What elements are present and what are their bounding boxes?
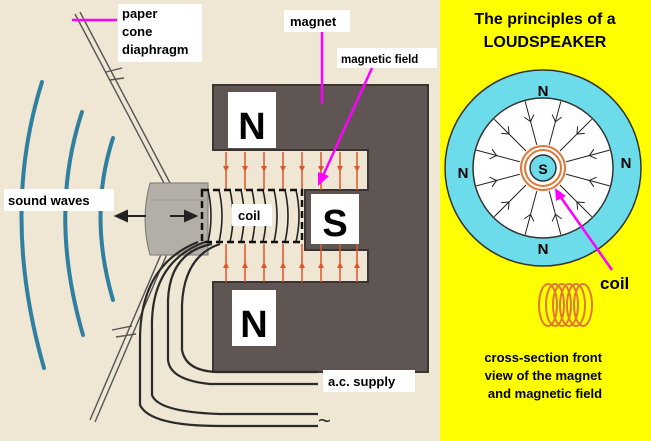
radial-field-lines	[476, 101, 610, 235]
ac-symbol: ~	[318, 408, 331, 433]
south-pole-label: S	[322, 203, 347, 245]
spring-loop	[573, 283, 593, 327]
radial-line	[548, 191, 562, 235]
ring-label-left: N	[458, 165, 469, 182]
north-pole-label-top: N	[238, 106, 265, 148]
spring-loop	[559, 283, 579, 327]
radial-line	[524, 101, 538, 145]
radial-line	[493, 118, 527, 152]
coil-dashed-outline	[200, 188, 304, 244]
radial-line	[566, 149, 610, 163]
coil-label-box	[232, 204, 272, 226]
spring-loop	[552, 283, 572, 327]
coil-spring-icon	[538, 283, 593, 327]
paper-cone-diaphragm	[74, 11, 171, 423]
sound-wave-outer	[19, 80, 46, 370]
spring-loop	[538, 283, 558, 327]
coil-label: coil	[238, 208, 260, 223]
panel-coil-label: coil	[600, 274, 629, 293]
paper-cone-label-box	[118, 4, 202, 62]
radial-line	[566, 173, 610, 187]
coil-ring-outer	[520, 145, 566, 191]
ring-label-top: N	[538, 83, 549, 100]
coil-turn	[207, 189, 212, 243]
panel-title-line1: The principles of a	[474, 11, 615, 28]
lead-wires	[138, 240, 318, 428]
ac-supply-label: a.c. supply	[328, 374, 396, 389]
magnetic-field-pointer	[320, 67, 374, 179]
coil-pointer	[558, 195, 614, 271]
radial-line	[476, 173, 520, 187]
sound-waves	[19, 80, 115, 370]
central-pole	[529, 154, 557, 182]
magnet-label-box	[284, 10, 350, 32]
sound-waves-label-box	[4, 189, 114, 211]
radial-line	[476, 149, 520, 163]
coil-turn	[295, 189, 300, 243]
spring-loop	[545, 283, 565, 327]
magnetic-field-label: magnetic field	[341, 54, 418, 66]
north-pole-box-bottom	[232, 290, 276, 346]
field-lines	[223, 152, 360, 282]
motion-arrows	[113, 209, 199, 223]
sound-wave-middle	[63, 110, 85, 337]
coil-ring-inner	[524, 149, 562, 187]
ac-supply-label-box	[323, 370, 415, 392]
north-pole-label-bottom: N	[240, 304, 267, 346]
sound-wave-inner	[98, 136, 115, 302]
radial-line	[548, 101, 562, 145]
spring-loop	[566, 283, 586, 327]
radial-line	[559, 184, 593, 218]
sound-waves-label: sound waves	[8, 193, 90, 208]
radial-line	[559, 118, 593, 152]
radial-line	[493, 184, 527, 218]
magnet-label: magnet	[290, 14, 337, 29]
coil-turn	[273, 189, 278, 243]
panel-title-line2: LOUDSPEAKER	[484, 34, 607, 51]
ring-label-right: N	[621, 155, 632, 172]
ring-label-bottom: N	[538, 241, 549, 258]
radial-line	[524, 191, 538, 235]
magnetic-field-label-box	[337, 48, 437, 68]
panel-caption: cross-section front view of the magnet a…	[484, 350, 605, 401]
north-pole-box-top	[228, 92, 276, 148]
south-pole-box	[311, 194, 359, 244]
paper-cone-label: paper cone diaphragm	[122, 6, 188, 57]
central-pole-label: S	[538, 161, 547, 177]
coil-turn	[218, 189, 223, 243]
coil-turn	[284, 189, 289, 243]
